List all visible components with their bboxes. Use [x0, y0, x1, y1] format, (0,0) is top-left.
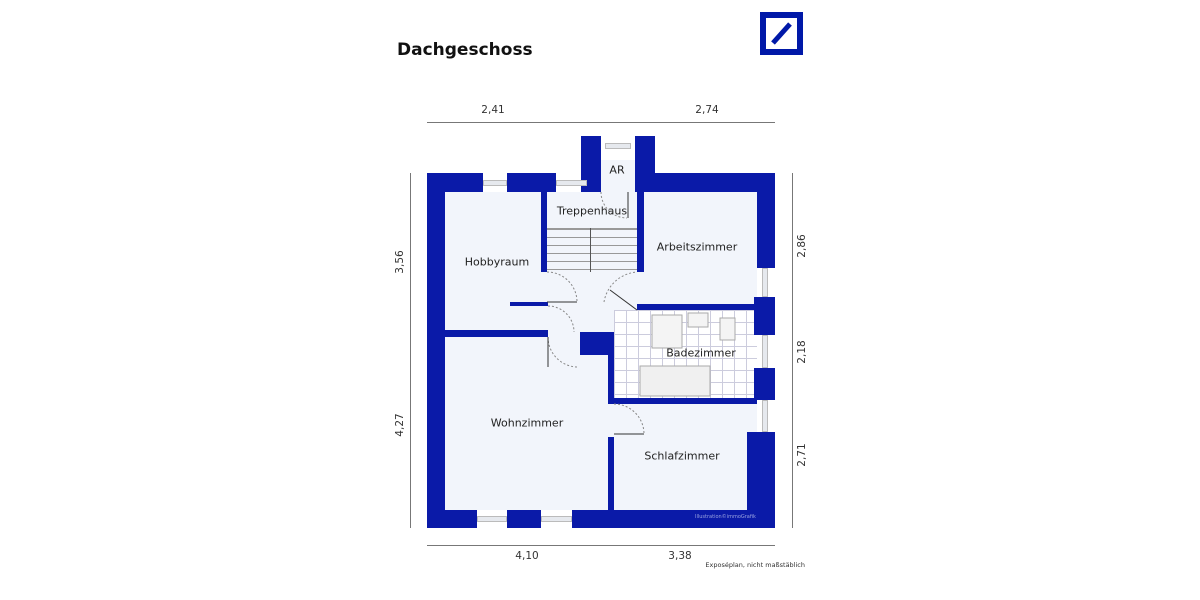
- dimension-left-2: 4,27: [394, 413, 406, 437]
- room-label-badezimmer: Badezimmer: [666, 346, 736, 360]
- dimension-right-1: 2,86: [796, 234, 808, 258]
- dimension-top-1: 2,41: [481, 104, 505, 116]
- footer-note: Exposéplan, nicht maßstäblich: [705, 561, 805, 569]
- staircase: [547, 228, 637, 273]
- dimension-top-2: 2,74: [695, 104, 719, 116]
- dimension-bottom-2: 3,38: [668, 550, 692, 562]
- watermark: Illustration©immoGrafik: [695, 514, 756, 520]
- dimension-bottom-1: 4,10: [515, 550, 539, 562]
- room-label-wohnzimmer: Wohnzimmer: [490, 416, 564, 430]
- dimension-left-1: 3,56: [394, 250, 406, 274]
- room-label-ar: AR: [609, 163, 625, 177]
- deutsche-bank-logo-icon: [760, 12, 803, 55]
- room-label-arbeitszimmer: Arbeitszimmer: [656, 240, 738, 254]
- dimension-right-2: 2,18: [796, 340, 808, 364]
- page-title: Dachgeschoss: [397, 40, 533, 60]
- room-label-hobbyraum: Hobbyraum: [464, 255, 530, 269]
- room-label-treppenhaus: Treppenhaus: [556, 204, 628, 218]
- room-label-schlafzimmer: Schlafzimmer: [644, 449, 720, 463]
- dimension-right-3: 2,71: [796, 443, 808, 467]
